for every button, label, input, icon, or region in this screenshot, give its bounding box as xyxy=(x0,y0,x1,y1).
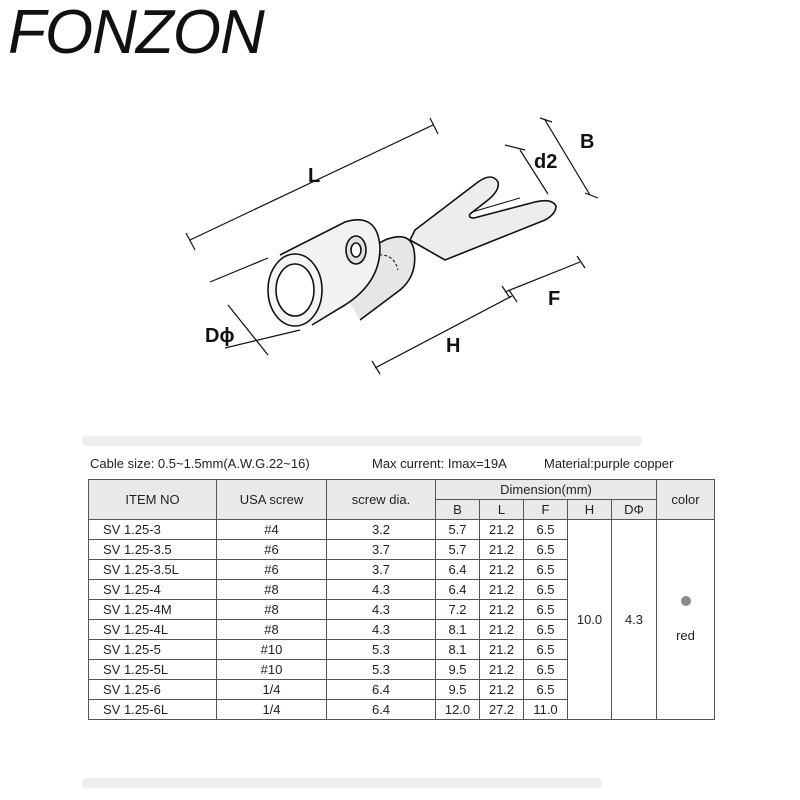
cell-f: 6.5 xyxy=(523,539,568,560)
spec-info-line: Cable size: 0.5~1.5mm(A.W.G.22~16) Max cu… xyxy=(90,456,730,471)
cell-dia: 5.3 xyxy=(326,639,436,660)
cell-b: 8.1 xyxy=(435,639,480,660)
cell-l: 21.2 xyxy=(479,639,524,660)
cell-item: SV 1.25-3.5 xyxy=(88,539,217,560)
cell-f: 6.5 xyxy=(523,559,568,580)
dimension-f-label: F xyxy=(548,288,560,310)
cell-d-shared: 4.3 xyxy=(611,519,657,720)
cell-color: red xyxy=(656,519,715,720)
dimension-d-label: Dϕ xyxy=(205,325,234,347)
cable-size-text: Cable size: 0.5~1.5mm(A.W.G.22~16) xyxy=(90,456,310,471)
cell-usa: #10 xyxy=(216,659,327,680)
cell-usa: #10 xyxy=(216,639,327,660)
table-row: SV 1.25-3 #4 3.2 5.7 21.2 6.5 10.0 4.3 r… xyxy=(88,519,715,720)
table-row: SV 1.25-5 #10 5.3 8.1 21.2 6.5 xyxy=(88,639,715,660)
dimension-b-label: B xyxy=(580,131,594,153)
cell-l: 21.2 xyxy=(479,519,524,540)
cell-item: SV 1.25-6 xyxy=(88,679,217,700)
cell-f: 11.0 xyxy=(523,699,568,720)
cell-b: 7.2 xyxy=(435,599,480,620)
cell-usa: 1/4 xyxy=(216,699,327,720)
spade-terminal-diagram: L B d2 F H Dϕ xyxy=(185,117,599,375)
cell-b: 6.4 xyxy=(435,579,480,600)
cell-item: SV 1.25-5 xyxy=(88,639,217,660)
cell-dia: 3.2 xyxy=(326,519,436,540)
cell-usa: #8 xyxy=(216,579,327,600)
cell-dia: 3.7 xyxy=(326,539,436,560)
cell-b: 9.5 xyxy=(435,659,480,680)
cell-l: 21.2 xyxy=(479,539,524,560)
header-l: L xyxy=(479,499,524,520)
cell-f: 6.5 xyxy=(523,619,568,640)
header-color: color xyxy=(656,479,715,520)
cell-item: SV 1.25-6L xyxy=(88,699,217,720)
brand-logo: FONZON xyxy=(8,0,265,67)
cell-item: SV 1.25-4 xyxy=(88,579,217,600)
header-usa-screw: USA screw xyxy=(216,479,327,520)
dimension-h-label: H xyxy=(446,335,460,357)
cell-f: 6.5 xyxy=(523,679,568,700)
table-row: SV 1.25-4 #8 4.3 6.4 21.2 6.5 xyxy=(88,579,715,600)
cell-dia: 4.3 xyxy=(326,619,436,640)
header-screw-dia: screw dia. xyxy=(326,479,436,520)
cell-b: 6.4 xyxy=(435,559,480,580)
cell-l: 21.2 xyxy=(479,599,524,620)
cell-dia: 4.3 xyxy=(326,579,436,600)
header-item-no: ITEM NO xyxy=(88,479,217,520)
cell-item: SV 1.25-3 xyxy=(88,519,217,540)
cell-l: 27.2 xyxy=(479,699,524,720)
header-d: DΦ xyxy=(611,499,657,520)
cell-usa: #8 xyxy=(216,599,327,620)
cell-usa: #6 xyxy=(216,559,327,580)
cell-item: SV 1.25-4M xyxy=(88,599,217,620)
header-f: F xyxy=(523,499,568,520)
cell-usa: #4 xyxy=(216,519,327,540)
table-row: SV 1.25-6L 1/4 6.4 12.0 27.2 11.0 xyxy=(88,699,715,720)
cell-usa: #8 xyxy=(216,619,327,640)
cell-f: 6.5 xyxy=(523,639,568,660)
cell-usa: 1/4 xyxy=(216,679,327,700)
header-b: B xyxy=(435,499,480,520)
cell-dia: 6.4 xyxy=(326,679,436,700)
cell-l: 21.2 xyxy=(479,559,524,580)
cell-f: 6.5 xyxy=(523,659,568,680)
cell-f: 6.5 xyxy=(523,599,568,620)
max-current-text: Max current: Imax=19A xyxy=(372,456,507,471)
cell-b: 5.7 xyxy=(435,519,480,540)
cell-item: SV 1.25-5L xyxy=(88,659,217,680)
cell-f: 6.5 xyxy=(523,579,568,600)
cell-usa: #6 xyxy=(216,539,327,560)
cell-l: 21.2 xyxy=(479,619,524,640)
cell-l: 21.2 xyxy=(479,579,524,600)
cell-item: SV 1.25-4L xyxy=(88,619,217,640)
cell-dia: 5.3 xyxy=(326,659,436,680)
table-row: SV 1.25-5L #10 5.3 9.5 21.2 6.5 xyxy=(88,659,715,680)
cell-b: 5.7 xyxy=(435,539,480,560)
cell-b: 9.5 xyxy=(435,679,480,700)
header-dimension: Dimension(mm) xyxy=(435,479,657,500)
cell-h-shared: 10.0 xyxy=(567,519,612,720)
color-dot-icon xyxy=(680,596,691,606)
cell-l: 21.2 xyxy=(479,679,524,700)
cell-dia: 4.3 xyxy=(326,599,436,620)
cell-dia: 3.7 xyxy=(326,559,436,580)
cell-b: 8.1 xyxy=(435,619,480,640)
cell-f: 6.5 xyxy=(523,519,568,540)
cell-b: 12.0 xyxy=(435,699,480,720)
material-text: Material:purple copper xyxy=(544,456,674,471)
color-label: red xyxy=(676,628,695,643)
cell-item: SV 1.25-3.5L xyxy=(88,559,217,580)
scan-artifact xyxy=(82,436,642,446)
table-row: SV 1.25-4M #8 4.3 7.2 21.2 6.5 xyxy=(88,599,715,620)
cell-dia: 6.4 xyxy=(326,699,436,720)
header-h: H xyxy=(567,499,612,520)
dimension-d2-label: d2 xyxy=(534,151,557,173)
scan-artifact xyxy=(82,778,602,788)
spec-table: ITEM NO USA screw screw dia. Dimension(m… xyxy=(88,479,715,720)
cell-l: 21.2 xyxy=(479,659,524,680)
dimension-l-label: L xyxy=(308,165,320,187)
